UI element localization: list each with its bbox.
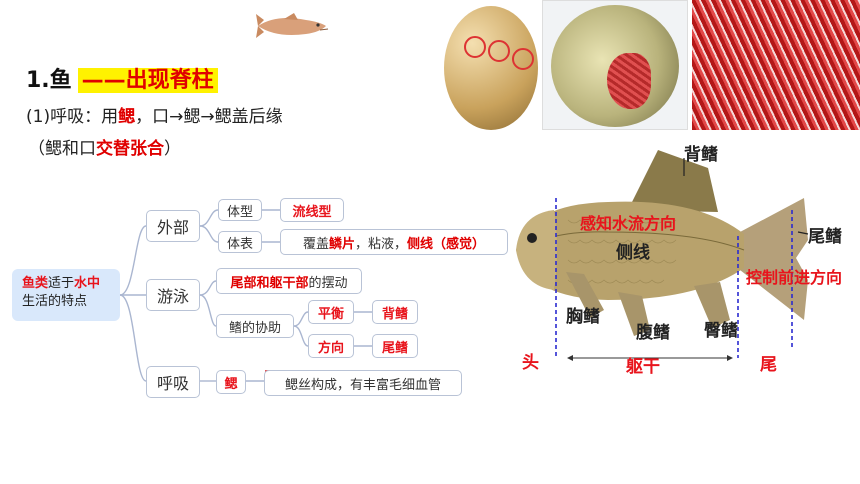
- label-control-direction: 控制前进方向: [746, 268, 843, 287]
- node-swim: 游泳: [146, 279, 200, 311]
- surface-scales: 鳞片: [328, 236, 355, 252]
- label-dorsal-fin: 背鳍: [684, 145, 718, 165]
- alternate-red: 交替张合: [96, 139, 164, 159]
- surface-a: 覆盖: [302, 236, 329, 252]
- node-surface-detail: 覆盖鳞片，粘液，侧线（感觉）: [280, 229, 508, 255]
- surface-mucus: ，粘液，: [354, 236, 407, 252]
- node-direction: 方向: [308, 334, 354, 358]
- breathing-line: (1)呼吸：用鳃，口→鳃→鳃盖后缘: [26, 102, 283, 127]
- root-fish: 鱼类: [22, 276, 49, 291]
- label-tail-fin: 尾鳍: [808, 227, 842, 247]
- node-fin-coop: 鳍的协助: [216, 314, 294, 338]
- node-balance: 平衡: [308, 300, 354, 324]
- node-dorsal: 背鳍: [372, 300, 418, 324]
- node-body-shape: 体型: [218, 199, 262, 221]
- surface-sense: （感觉）: [433, 236, 486, 252]
- root-mid: 适于: [48, 276, 75, 291]
- breathing-prefix: (1)呼吸：用: [26, 107, 119, 127]
- title-highlight: ——出现脊柱: [77, 68, 218, 93]
- title-number: 1.鱼: [26, 68, 72, 93]
- alternate-suffix: ）: [164, 139, 181, 159]
- root-line2: 生活的特点: [22, 294, 88, 309]
- label-pectoral-fin: 胸鳍: [566, 307, 600, 327]
- node-swing: 尾部和躯干部的摆动: [216, 268, 362, 294]
- alternate-line: （鳃和口交替张合）: [28, 134, 181, 159]
- node-tail-fin: 尾鳍: [372, 334, 418, 358]
- label-pelvic-fin: 腹鳍: [636, 323, 670, 343]
- node-gill-desc: 鳃丝构成，有丰富毛细血管: [264, 370, 462, 396]
- swing-parts: 尾部和躯干部: [230, 275, 309, 291]
- surface-lateral-line: 侧线: [407, 236, 434, 252]
- fish-head-photo: [542, 0, 688, 130]
- fish-diagram: 背鳍 感知水流方向 侧线 尾鳍 控制前进方向 胸鳍 腹鳍 臀鳍 头 躯干 尾: [508, 140, 860, 380]
- swing-motion: 的摆动: [308, 275, 348, 291]
- fish-body-drawing: [516, 150, 809, 361]
- node-body-surface: 体表: [218, 231, 262, 253]
- breathing-suffix: ，口→鳃→鳃盖后缘: [135, 107, 283, 127]
- root-water: 水中: [74, 276, 101, 291]
- node-external: 外部: [146, 210, 200, 242]
- alternate-prefix: （鳃和口: [28, 139, 96, 159]
- label-trunk: 躯干: [626, 357, 660, 377]
- label-lateral-line: 侧线: [616, 243, 650, 263]
- fish-icon: [256, 13, 329, 38]
- mindmap-root: 鱼类适于水中 生活的特点: [12, 269, 120, 321]
- fish-scales-photo: [444, 6, 538, 130]
- section-title: 1.鱼——出现脊柱: [26, 62, 218, 94]
- gill-filament-photo: [692, 0, 860, 130]
- node-breath: 呼吸: [146, 366, 200, 398]
- node-gill: 鳃: [216, 370, 246, 394]
- label-anal-fin: 臀鳍: [704, 321, 738, 341]
- breathing-gill: 鳃: [118, 107, 136, 127]
- node-streamline: 流线型: [280, 198, 344, 222]
- label-sense-water: 感知水流方向: [580, 214, 677, 233]
- label-tail: 尾: [760, 355, 777, 375]
- label-head: 头: [522, 353, 539, 373]
